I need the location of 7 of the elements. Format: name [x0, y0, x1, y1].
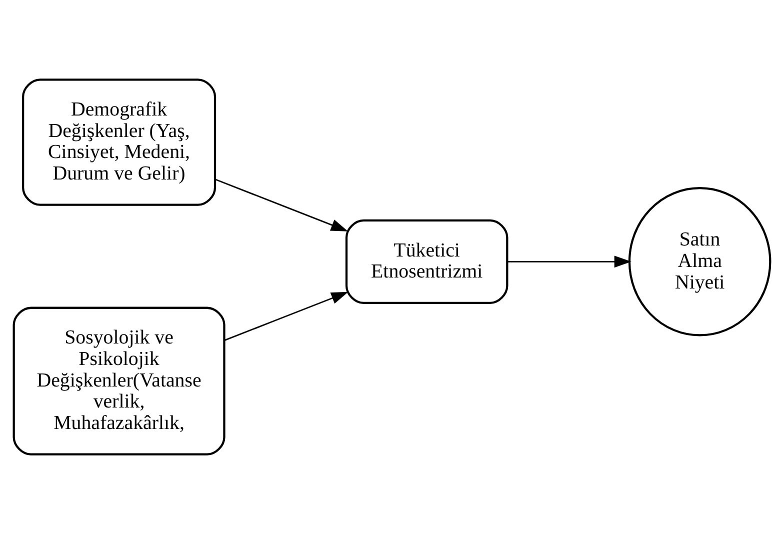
node-box: Tüketici Etnosentrizmi: [345, 219, 508, 304]
node-box: Sosyolojik ve Psikolojik Değişkenler(Vatanse verlik, Muhafazakârlık,: [12, 306, 226, 456]
arrow: [507, 256, 632, 268]
node-circle: Satın Alma Niyeti: [628, 187, 772, 336]
arrow: [224, 292, 348, 341]
node-box: Demografik Değişkenler (Yaş, Cinsiyet, Medeni, Durum ve Gelir): [22, 78, 216, 206]
arrow: [215, 178, 348, 232]
